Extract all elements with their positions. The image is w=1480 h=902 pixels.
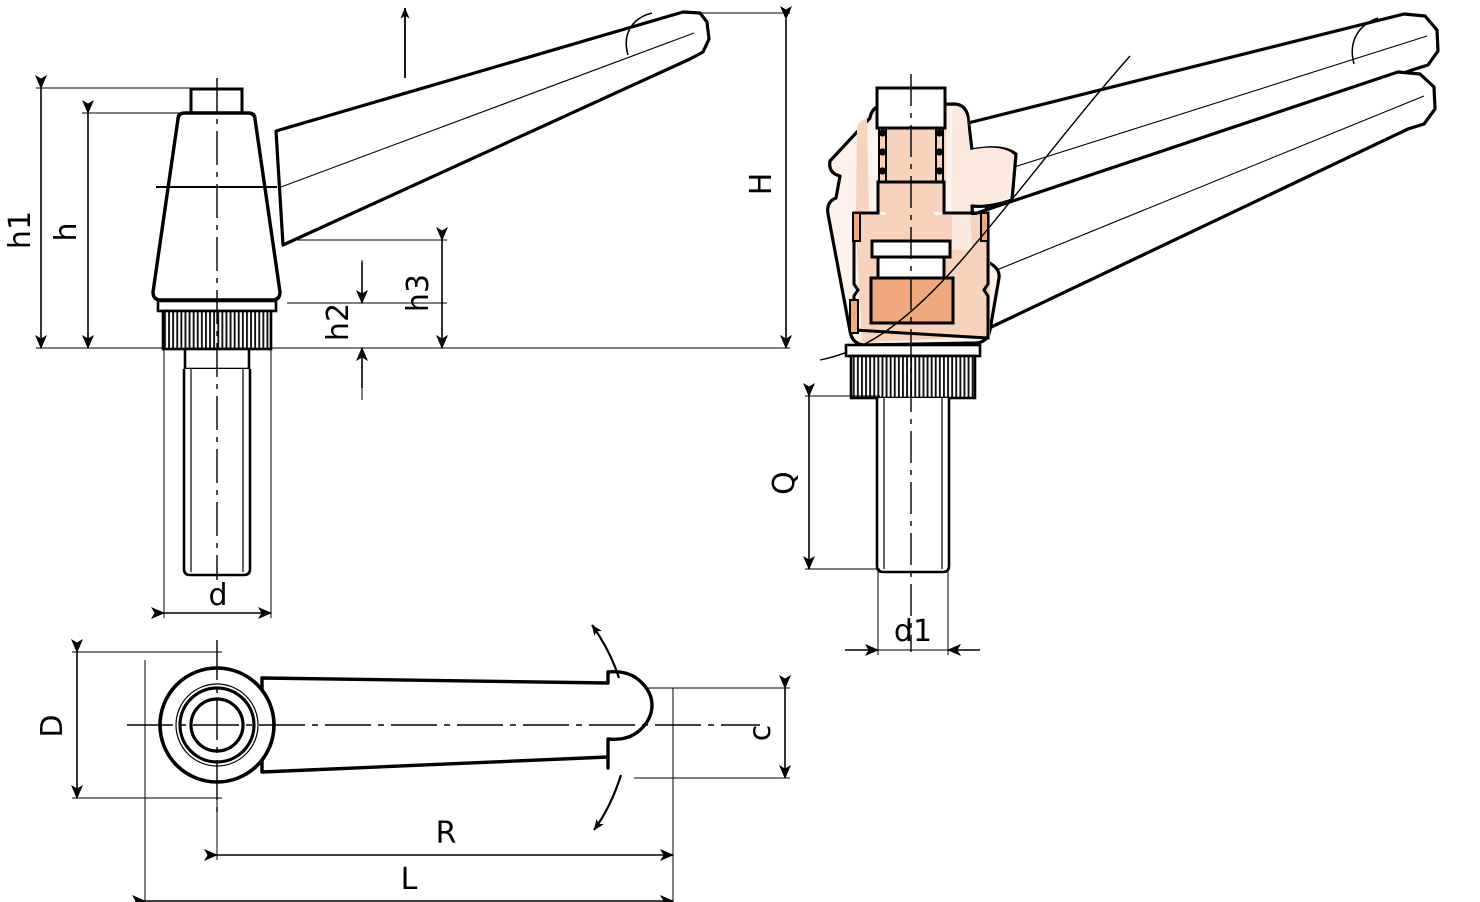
- dimension-label-R: R: [436, 816, 457, 851]
- thread-profile: [878, 129, 944, 182]
- dimension-label-h: h: [49, 222, 84, 241]
- dimension-h3: h3: [401, 227, 448, 349]
- curved-arrow-up-icon: [591, 624, 621, 679]
- lever-head-section: [819, 55, 1131, 652]
- curved-arrow-down-icon: [593, 774, 623, 831]
- dimension-L: L: [132, 862, 674, 902]
- dimension-label-D: D: [35, 714, 70, 737]
- dimension-label-h1: h1: [3, 211, 38, 249]
- dimension-label-d: d: [208, 578, 227, 613]
- dimension-label-H: H: [744, 173, 779, 196]
- lever-head-front: [151, 78, 282, 580]
- dimension-R: R: [204, 816, 674, 861]
- dimension-d1: d1: [845, 572, 980, 656]
- swivel-arrows: [591, 624, 623, 831]
- dimension-d: d: [151, 349, 272, 619]
- dimension-D: D: [35, 639, 83, 799]
- dimension-h1: h1: [3, 75, 47, 349]
- dimension-label-Q: Q: [767, 471, 802, 495]
- dimension-label-h3: h3: [401, 274, 436, 312]
- lever-arm-front: [274, 10, 790, 247]
- lever-body-plan: [127, 640, 760, 812]
- dimension-label-L: L: [401, 862, 418, 897]
- lever-arm-section: [960, 12, 1440, 332]
- front-view: h1 h h3 h2: [3, 7, 790, 619]
- dimension-Q: Q: [767, 383, 880, 570]
- section-view: H: [744, 6, 1440, 656]
- dimension-h2: h2: [321, 262, 368, 388]
- plan-view: D c R: [35, 624, 791, 902]
- plan-view-extension-lines: [72, 651, 790, 902]
- dimension-label-c: c: [743, 725, 778, 742]
- dimension-H: H: [744, 6, 792, 349]
- dimension-h: h: [49, 100, 94, 349]
- dimension-label-d1: d1: [894, 614, 932, 649]
- dimension-c: c: [743, 675, 791, 779]
- dimension-label-h2: h2: [321, 303, 356, 341]
